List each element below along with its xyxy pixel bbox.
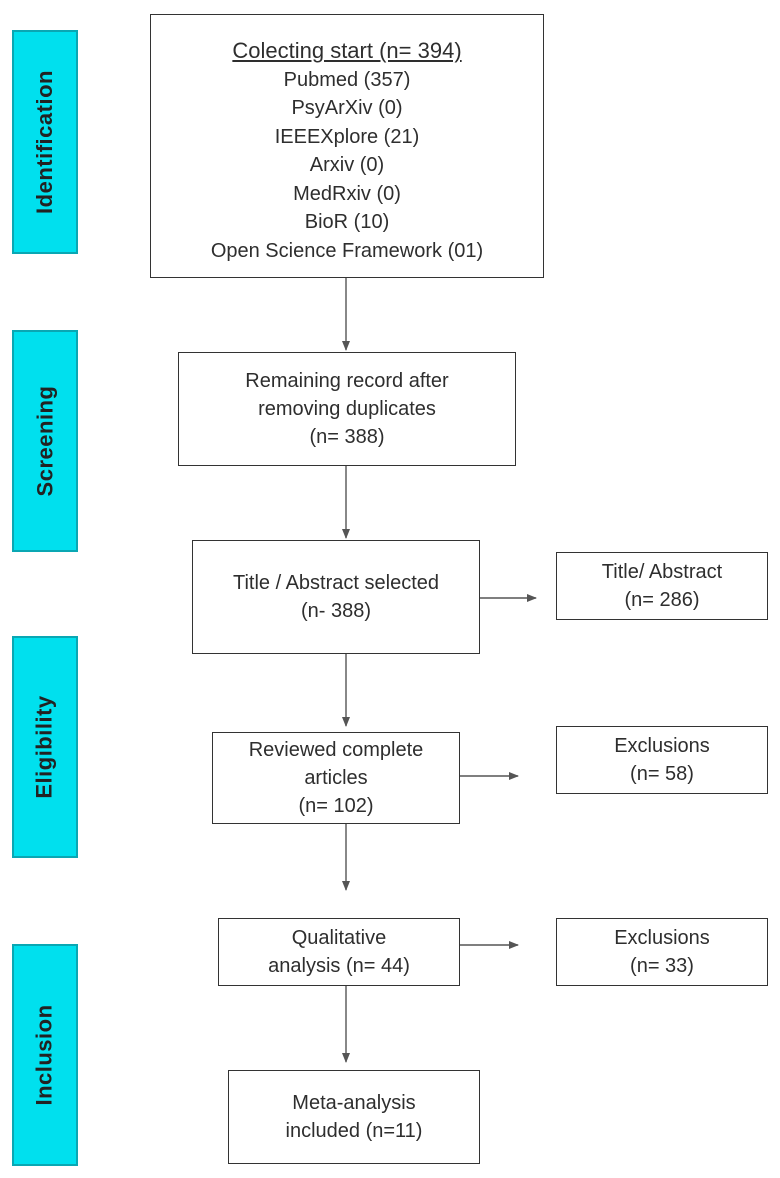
reviewed-line-1: Reviewed complete <box>248 739 424 761</box>
qualitative-line-2: analysis (n= 44) <box>268 955 410 977</box>
stage-eligibility: Eligibility <box>12 636 78 858</box>
exclusions-1-label: Exclusions <box>614 735 710 757</box>
reviewed-box: Reviewed complete articles (n= 102) <box>212 732 460 824</box>
source-arxiv: Arxiv (0) <box>309 154 385 176</box>
reviewed-count: (n= 102) <box>298 795 374 817</box>
source-pubmed: Pubmed (357) <box>283 68 411 91</box>
collecting-box: Colecting start (n= 394) Pubmed (357) Ps… <box>150 14 544 278</box>
title-abstract-excl-count: (n= 286) <box>624 589 700 611</box>
collecting-title: Colecting start (n= 394) <box>232 38 462 63</box>
meta-analysis-line-1: Meta-analysis <box>292 1092 416 1114</box>
title-abstract-excl-label: Title/ Abstract <box>601 561 723 583</box>
title-abstract-label: Title / Abstract selected <box>232 572 439 594</box>
title-abstract-count: (n- 388) <box>300 600 372 622</box>
stage-inclusion: Inclusion <box>12 944 78 1166</box>
source-bior: BioR (10) <box>304 211 390 233</box>
exclusions-1-count: (n= 58) <box>630 763 694 785</box>
title-abstract-excl-box: Title/ Abstract (n= 286) <box>556 552 768 620</box>
stage-screening: Screening <box>12 330 78 552</box>
meta-analysis-line-2: included (n=11) <box>285 1120 423 1142</box>
source-medrxiv: MedRxiv (0) <box>293 182 401 205</box>
meta-analysis-box: Meta-analysis included (n=11) <box>228 1070 480 1164</box>
exclusions-2-box: Exclusions (n= 33) <box>556 918 768 986</box>
remaining-line-2: removing duplicates <box>258 398 436 420</box>
exclusions-2-label: Exclusions <box>614 927 710 949</box>
remaining-line-1: Remaining record after <box>245 370 449 392</box>
remaining-count: (n= 388) <box>309 426 385 448</box>
exclusions-2-count: (n= 33) <box>630 955 694 977</box>
source-ieeexplore: IEEEXplore (21) <box>274 125 420 148</box>
source-osf: Open Science Framework (01) <box>210 239 484 262</box>
qualitative-box: Qualitative analysis (n= 44) <box>218 918 460 986</box>
title-abstract-box: Title / Abstract selected (n- 388) <box>192 540 480 654</box>
source-psyarxiv: PsyArXiv (0) <box>291 97 403 119</box>
stage-identification: Identification <box>12 30 78 254</box>
qualitative-line-1: Qualitative <box>291 927 387 949</box>
exclusions-1-box: Exclusions (n= 58) <box>556 726 768 794</box>
remaining-box: Remaining record after removing duplicat… <box>178 352 516 466</box>
reviewed-line-2: articles <box>304 767 368 789</box>
